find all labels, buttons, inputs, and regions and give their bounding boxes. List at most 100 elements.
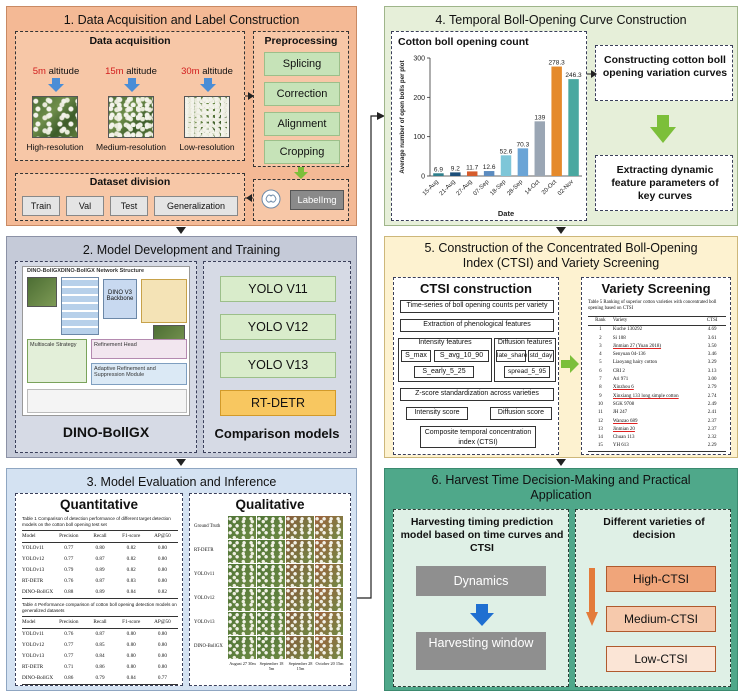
panel-5-title-line-1: 5. Construction of the Concentrated Boll… xyxy=(424,241,698,255)
harvest-model-box: Harvesting timing prediction model based… xyxy=(393,509,569,687)
ctsi-to-screening-arrow-icon xyxy=(561,355,579,373)
dino-bollgx-label: DINO-BollGX xyxy=(62,424,150,440)
qual-row-label: YOLOv12 xyxy=(194,596,215,601)
table1-cell: 0.76 xyxy=(64,578,74,584)
table2-cell: 0.80 xyxy=(157,631,167,637)
data-label: 52.6 xyxy=(500,148,513,155)
step-arrow-icon xyxy=(587,70,597,78)
variety-cell: 4.69 xyxy=(707,327,717,333)
panel-harvest-decision: 6. Harvest Time Decision-Making and Prac… xyxy=(384,468,738,691)
model-yolo-v13: YOLO V13 xyxy=(220,352,336,378)
qual-row-label: YOLOv13 xyxy=(194,620,215,625)
altitude-15m-value: 15m xyxy=(105,66,124,77)
division-train: Train xyxy=(22,196,60,216)
table1-cell: 0.89 xyxy=(95,567,105,573)
y-tick-label: 100 xyxy=(413,134,425,141)
qual-column-label: September 18 5m xyxy=(259,661,284,671)
variety-cell: Jinmian 27 (Yuan 2018) xyxy=(612,343,662,349)
variety-table-caption: Table 5 Ranking of superior cotton varie… xyxy=(588,300,717,311)
variety-cell: Wanzao 689 xyxy=(612,418,638,424)
x-tick-label: 20-Oct xyxy=(541,179,558,196)
qual-detection-image xyxy=(256,539,286,564)
dynamics-to-harvest-arrow-icon xyxy=(470,604,494,626)
variety-cell: 2.41 xyxy=(707,410,717,416)
qual-detection-image xyxy=(227,587,257,612)
qual-row-label: DINO-BollGX xyxy=(194,644,223,649)
arrow-15m-icon xyxy=(124,78,140,92)
division-test: Test xyxy=(110,196,148,216)
prep-step-correction: Correction xyxy=(264,82,340,106)
variety-cell: Ari 971 xyxy=(612,377,629,383)
table1-cell: 0.80 xyxy=(95,545,105,551)
flow-zscore: Z-score standardization across varieties xyxy=(400,388,554,401)
x-tick-label: 07-Sep xyxy=(473,179,491,197)
qual-column-label: October 20 15m xyxy=(315,661,344,666)
p5-to-p6-arrow-icon xyxy=(556,459,566,466)
variety-cell: YH 613 xyxy=(612,443,629,449)
variety-cell: SGK 9708 xyxy=(612,401,635,407)
network-legend-strip xyxy=(27,389,187,413)
dataset-division-title: Dataset division xyxy=(89,176,171,188)
division-generalization: Generalization xyxy=(154,196,238,216)
dino-bollgx-box: DINO-BollGXDINO-BollGX Network Structure… xyxy=(15,261,197,453)
table2-header-cell: Recall xyxy=(93,619,107,625)
table1-cell: 0.82 xyxy=(126,567,136,573)
data-label: 9.2 xyxy=(451,165,460,172)
curve-step-down-arrow-icon xyxy=(650,115,676,143)
variety-cell: 2 xyxy=(599,335,602,341)
ctsi-gradient-arrow-icon xyxy=(586,568,598,626)
medium-resolution-caption: Medium-resolution xyxy=(96,142,166,152)
variety-cell: 9 xyxy=(599,393,602,399)
qual-detection-image xyxy=(285,587,315,612)
low-resolution-caption: Low-resolution xyxy=(179,142,235,152)
intensity-features-label: Intensity features xyxy=(418,339,472,346)
variety-cell: 2.74 xyxy=(707,393,717,399)
qual-detection-image xyxy=(314,611,344,636)
bar xyxy=(450,172,461,176)
feature-late-share: late_share xyxy=(496,350,527,362)
prep-step-alignment: Alignment xyxy=(264,112,340,136)
bar xyxy=(534,121,546,176)
prep-step-cropping: Cropping xyxy=(264,140,340,164)
variety-cell: CRI 2 xyxy=(612,368,625,374)
x-tick-label: 02-Nov xyxy=(557,179,575,197)
variety-cell: 8 xyxy=(599,385,602,391)
y-tick-label: 200 xyxy=(413,95,425,102)
table1-cell: YOLOv13 xyxy=(22,567,45,573)
arsm-block: Adaptive Refinement and Suppression Modu… xyxy=(91,363,187,385)
qual-detection-image xyxy=(256,515,286,540)
x-tick-label: 21-Aug xyxy=(439,179,457,197)
altitude-30m-value: 30m xyxy=(181,66,200,77)
curve-step-1-box: Constructing cotton boll opening variati… xyxy=(595,45,733,101)
data-acquisition-box: Data acquisition 5m altitude 15m altitud… xyxy=(15,31,245,161)
table1-cell: 0.77 xyxy=(64,545,74,551)
altitude-5m: 5m altitude xyxy=(22,66,90,77)
feature-spread: spread_5_95 xyxy=(504,366,550,378)
variety-cell: Si 108 xyxy=(612,335,626,341)
panel-4-title: 4. Temporal Boll-Opening Curve Construct… xyxy=(435,13,687,27)
table2-cell: 0.84 xyxy=(126,675,136,681)
variety-cell: 3 xyxy=(599,343,602,349)
qual-detection-image xyxy=(314,515,344,540)
arrow-5m-icon xyxy=(48,78,64,92)
qual-row-label: Ground Truth xyxy=(194,524,221,529)
bar xyxy=(466,171,478,176)
chart-box-title: Cotton boll opening count xyxy=(398,36,529,48)
backbone-block: DINO V3 Backbone xyxy=(103,279,137,319)
high-resolution-caption: High-resolution xyxy=(26,142,84,152)
table2-cell: 0.80 xyxy=(157,664,167,670)
level-low-ctsi: Low-CTSI xyxy=(606,646,716,672)
qual-detection-image xyxy=(285,611,315,636)
x-tick-label: 28-Sep xyxy=(506,179,524,197)
table1-header-cell: Recall xyxy=(93,533,107,539)
